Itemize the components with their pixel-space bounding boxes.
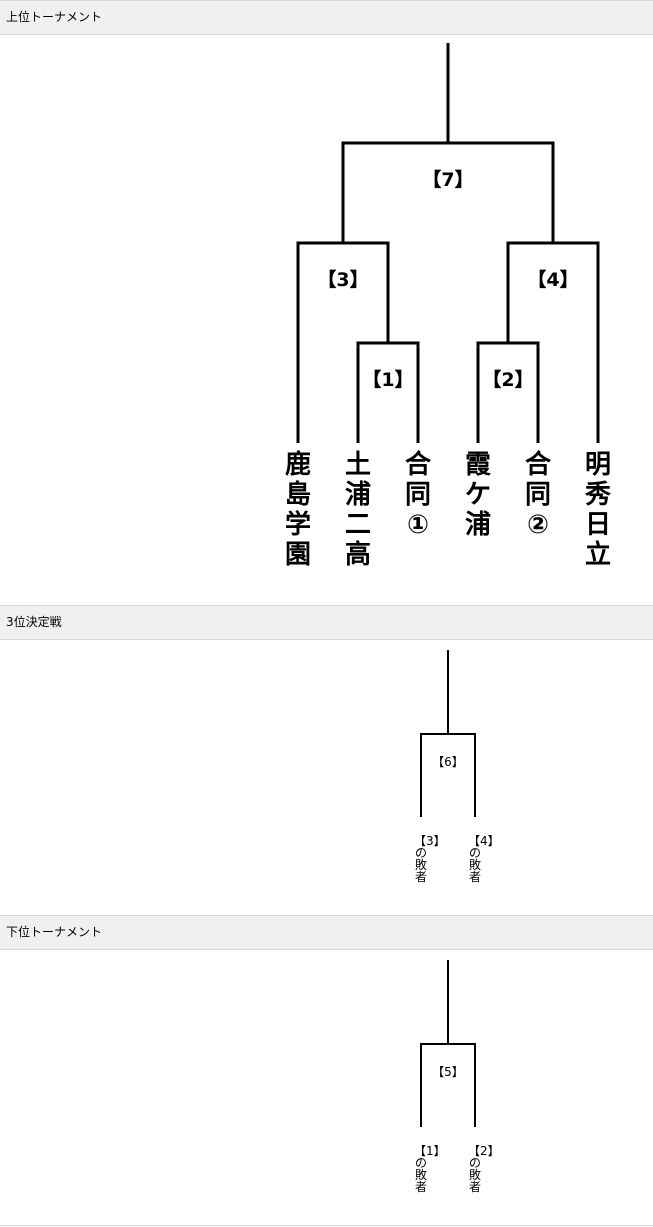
team-kasumigaura: 霞ケ浦: [464, 450, 491, 540]
team-goudou-2: 合同②: [524, 450, 551, 540]
upper-bracket: 【7】 【3】 【4】 【1】 【2】: [296, 43, 600, 443]
team-goudou-1: 合同①: [404, 450, 431, 540]
match-label-1: 【1】: [362, 368, 413, 391]
bottom-divider: [0, 1225, 653, 1226]
third-place-header: 3位決定戦: [0, 605, 653, 640]
team-kashima-gakuen: 鹿島学園: [284, 450, 311, 570]
match-label-2: 【2】: [482, 368, 533, 391]
team-meishu-hitachi: 明秀日立: [584, 450, 611, 570]
match-label-7: 【7】: [422, 168, 473, 191]
lower-bracket: 【5】: [420, 960, 476, 1127]
match-label-6: 【6】: [432, 755, 464, 769]
third-left-label: 【3】の敗者: [414, 834, 446, 884]
third-right-label: 【4】の敗者: [468, 834, 500, 884]
upper-tournament-header: 上位トーナメント: [0, 0, 653, 35]
lower-right-label: 【2】の敗者: [468, 1144, 500, 1194]
match-label-5: 【5】: [432, 1065, 464, 1079]
match-label-3: 【3】: [317, 268, 368, 291]
team-tsuchiura-nikou: 土浦二高: [344, 450, 371, 570]
lower-tournament-header: 下位トーナメント: [0, 915, 653, 950]
match-label-4: 【4】: [527, 268, 578, 291]
third-place-bracket: 【6】: [420, 650, 476, 817]
lower-left-label: 【1】の敗者: [414, 1144, 446, 1194]
